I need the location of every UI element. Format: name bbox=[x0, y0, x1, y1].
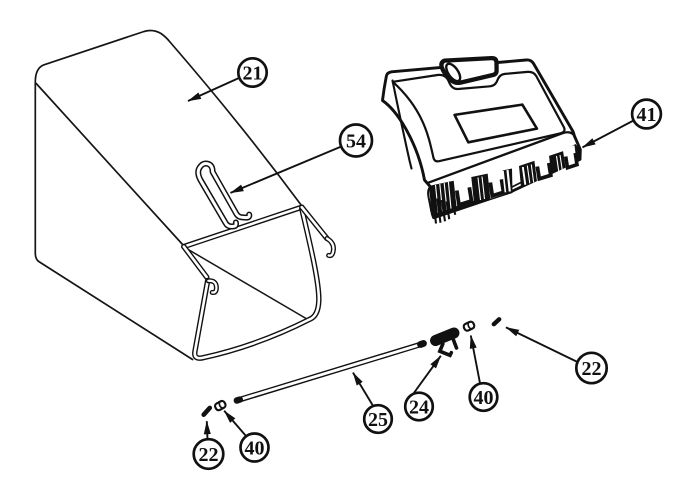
svg-text:21: 21 bbox=[243, 63, 263, 85]
svg-text:54: 54 bbox=[346, 131, 366, 153]
svg-text:24: 24 bbox=[409, 397, 429, 419]
svg-text:22: 22 bbox=[199, 444, 219, 466]
svg-text:25: 25 bbox=[368, 409, 388, 431]
svg-text:40: 40 bbox=[245, 438, 265, 460]
svg-text:41: 41 bbox=[637, 104, 657, 126]
svg-text:22: 22 bbox=[582, 358, 602, 380]
svg-text:40: 40 bbox=[474, 387, 494, 409]
